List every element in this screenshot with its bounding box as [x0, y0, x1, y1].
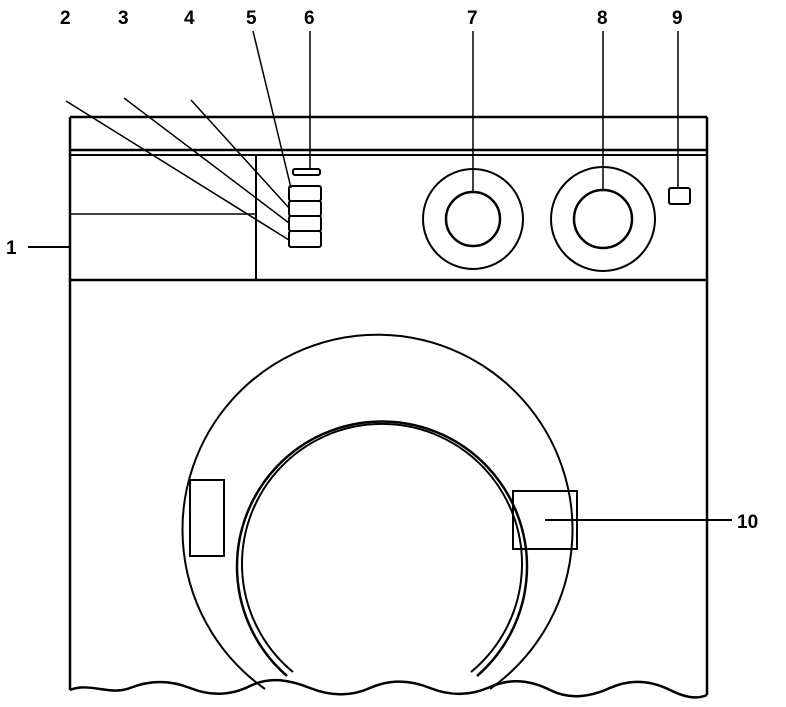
- leader-line-3: [123, 97, 290, 224]
- door-hinge: [189, 479, 225, 557]
- door-window-outer: [235, 420, 529, 677]
- leader-line-2: [65, 100, 290, 241]
- push-button-5: [288, 185, 322, 202]
- callout-2: 2: [60, 8, 71, 29]
- push-button-3: [288, 215, 322, 232]
- push-button-2: [288, 230, 322, 248]
- callout-5: 5: [246, 8, 257, 29]
- pilot-light: [292, 168, 321, 176]
- callout-9: 9: [672, 8, 683, 29]
- detergent-drawer: [70, 155, 257, 280]
- callout-8: 8: [597, 8, 608, 29]
- on-off-switch: [668, 187, 691, 205]
- leader-line-5: [252, 30, 292, 189]
- callout-10: 10: [737, 512, 758, 533]
- push-button-stack: [288, 185, 322, 248]
- push-button-4: [288, 200, 322, 217]
- callout-1: 1: [6, 238, 17, 259]
- door-window-inner: [241, 422, 523, 673]
- callout-7: 7: [467, 8, 478, 29]
- leader-line-4: [190, 99, 290, 209]
- callout-3: 3: [118, 8, 129, 29]
- callout-4: 4: [184, 8, 195, 29]
- callout-6: 6: [304, 8, 315, 29]
- door-outer-ring: [181, 333, 574, 690]
- break-line: [69, 678, 708, 699]
